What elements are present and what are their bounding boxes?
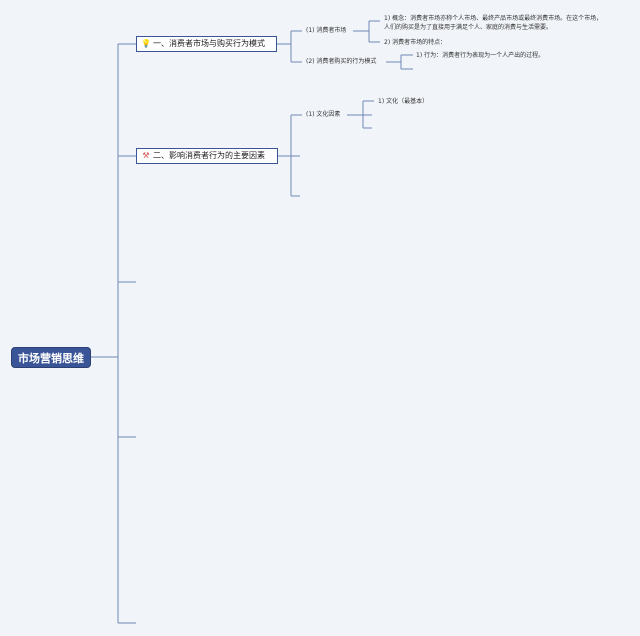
topic-label: 一、消费者市场与购买行为模式: [153, 39, 265, 48]
leaf-behavior[interactable]: 1) 行为：消费者行为表现为一个人产出的过程。: [416, 52, 545, 59]
root-node[interactable]: 市场营销思维: [11, 347, 91, 368]
leaf-features[interactable]: 2) 消费者市场的特点：: [384, 39, 447, 46]
lightbulb-icon: 💡: [141, 39, 151, 48]
subtopic-culture-factor[interactable]: (1) 文化因素: [306, 111, 341, 118]
topic-consumer-market-model[interactable]: 💡一、消费者市场与购买行为模式: [136, 36, 277, 52]
topic-influencing-factors[interactable]: ⚒二、影响消费者行为的主要因素: [136, 148, 278, 164]
leaf-culture[interactable]: 1) 文化（最基本）: [378, 98, 429, 105]
wrench-icon: ⚒: [142, 151, 150, 160]
subtopic-consumer-market[interactable]: (1) 消费者市场: [306, 27, 347, 34]
subtopic-buying-model[interactable]: (2) 消费者购买的行为模式: [306, 58, 377, 65]
topic-label: 二、影响消费者行为的主要因素: [153, 151, 265, 160]
leaf-concept[interactable]: 1) 概念：消费者市场亦称个人市场、最终产品市场或最终消费市场。在这个市场，人们…: [384, 15, 603, 31]
